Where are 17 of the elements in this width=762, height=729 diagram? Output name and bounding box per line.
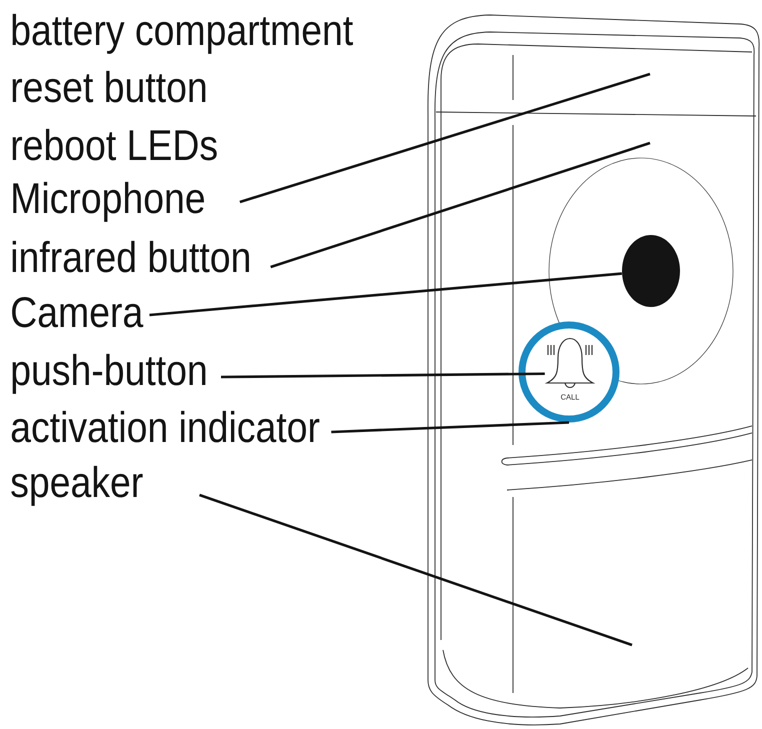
part-label: activation indicator [12,410,320,442]
part-label: Microphone [13,182,204,222]
camera-lens [622,235,680,307]
leader-line [149,272,622,316]
leader-line [331,421,570,434]
part-label: battery compartment [12,14,353,54]
part-label: push-button [12,354,206,394]
part-label: reset button [12,70,206,102]
bell-icon [546,338,594,388]
leader-line [199,494,632,646]
part-label: speaker [11,466,143,506]
part-label: reboot LEDs [12,128,217,160]
part-label: infrared button [12,240,249,272]
leader-line [239,72,650,204]
leader-line [220,372,545,378]
part-label: Camera [12,296,144,328]
leader-line [270,142,650,268]
